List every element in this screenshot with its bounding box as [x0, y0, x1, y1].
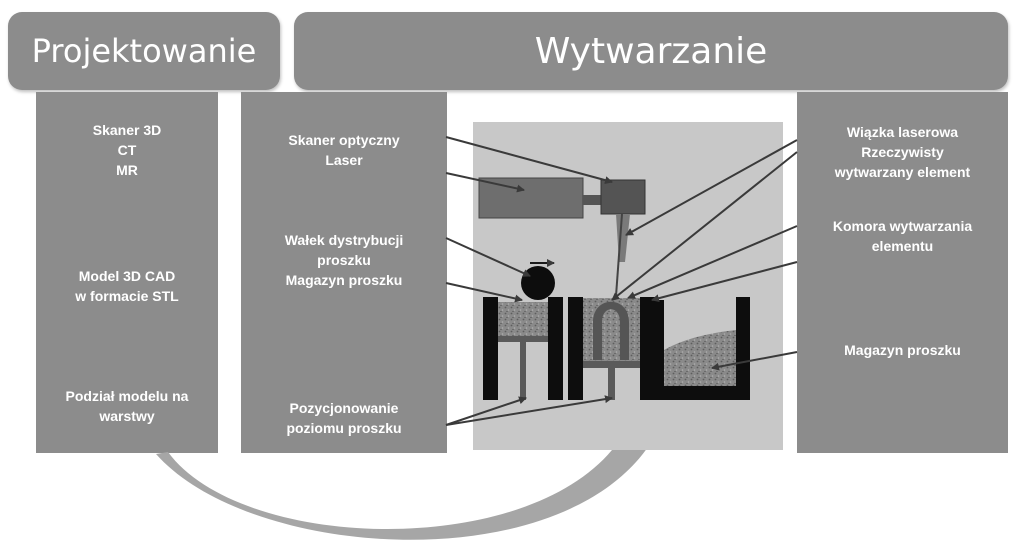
optical-scanner-label: Skaner optyczny	[288, 132, 400, 148]
slicing-label: Podział modelu na warstwy	[36, 386, 218, 426]
laser-beam-label: Wiązka laserowa	[846, 124, 959, 140]
powder-magazine-left-label: Magazyn proszku	[285, 272, 403, 288]
positioning-label-line-2: poziomu proszku	[286, 420, 402, 436]
laser-label: Laser	[325, 152, 363, 168]
design-panel	[36, 92, 218, 453]
powder-magazine-right-label: Magazyn proszku	[797, 340, 1008, 360]
slicing-label-line-1: Podział modelu na	[65, 388, 189, 404]
powder-magazine-right-label-line-1: Magazyn proszku	[844, 342, 961, 358]
scan-label: Skaner 3D CT MR	[36, 120, 218, 180]
process-flow-arrow	[156, 405, 680, 540]
build-chamber-label: Komora wytwarzania elementu	[797, 216, 1008, 256]
slicing-label-line-2: warstwy	[99, 408, 155, 424]
positioning-label: Pozycjonowanie poziomu proszku	[241, 398, 447, 438]
header-design: Projektowanie	[8, 12, 280, 90]
positioning-label-line-1: Pozycjonowanie	[289, 400, 399, 416]
beam-label: Wiązka laserowa Rzeczywisty wytwarzany e…	[797, 122, 1008, 182]
header-manufacturing-label: Wytwarzanie	[534, 30, 768, 72]
header-manufacturing: Wytwarzanie	[294, 12, 1008, 90]
machine-labels-right-panel	[797, 92, 1008, 453]
leader-lines	[445, 136, 798, 426]
roller-label-line-1: Wałek dystrybucji	[284, 232, 404, 248]
cad-model-label-line-1: Model 3D CAD	[78, 268, 176, 284]
scan-label-line-3: MR	[116, 162, 138, 178]
header-design-label: Projektowanie	[31, 32, 257, 70]
build-chamber-label-line-2: elementu	[871, 238, 934, 254]
optics-label: Skaner optyczny Laser	[241, 130, 447, 170]
actual-part-label-line-2: wytwarzany element	[834, 164, 971, 180]
roller-label-line-2: proszku	[317, 252, 371, 268]
build-chamber-label-line-1: Komora wytwarzania	[832, 218, 973, 234]
actual-part-label-line-1: Rzeczywisty	[861, 144, 944, 160]
machine-labels-left-panel	[241, 92, 447, 453]
cad-model-label-line-2: w formacie STL	[75, 288, 179, 304]
scan-label-line-2: CT	[117, 142, 137, 158]
scan-label-line-1: Skaner 3D	[92, 122, 162, 138]
roller-label: Wałek dystrybucji proszku Magazyn proszk…	[241, 230, 447, 290]
cad-model-label: Model 3D CAD w formacie STL	[36, 266, 218, 306]
